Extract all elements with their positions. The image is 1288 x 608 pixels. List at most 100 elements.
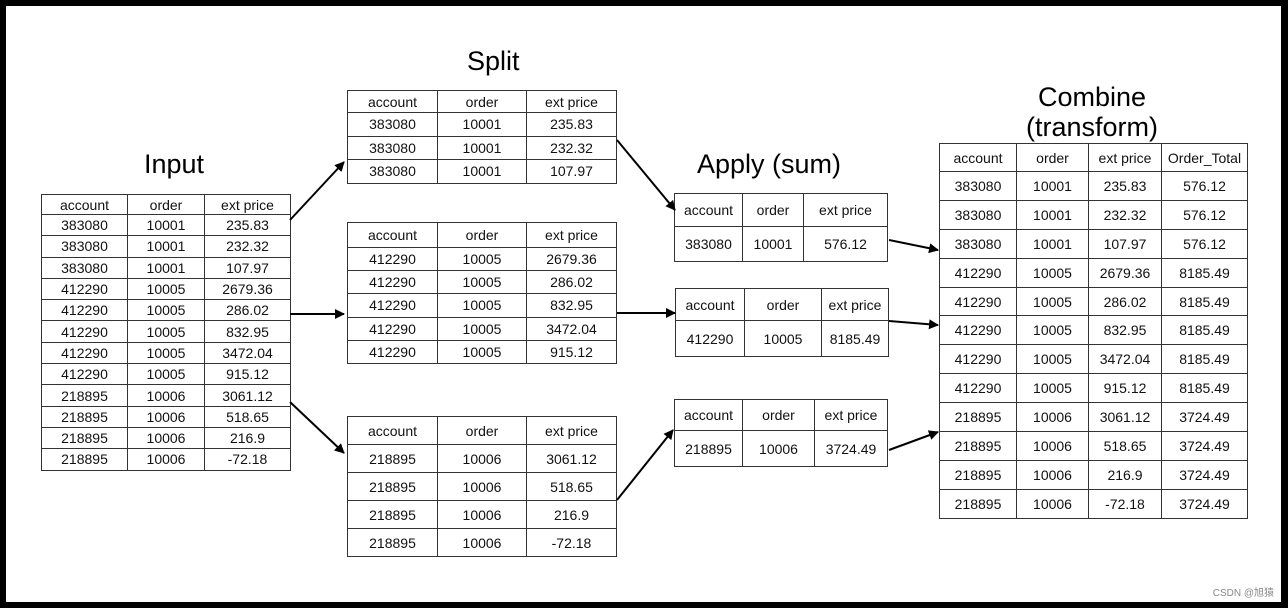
cell-order: 10005 [437, 293, 527, 318]
cell-ext-price: 235.83 [526, 112, 617, 137]
cell-account: 383080 [939, 228, 1017, 259]
cell-account: 412290 [347, 293, 438, 318]
cell-account: 218895 [347, 444, 438, 473]
cell-ext-price: 2679.36 [1088, 257, 1162, 288]
cell-order-total: 3724.49 [1161, 431, 1248, 461]
cell-order: 10005 [1016, 315, 1089, 346]
cell-order: 10006 [1016, 431, 1089, 461]
cell-ext-price: -72.18 [526, 528, 617, 557]
cell-order: 10001 [437, 135, 527, 160]
cell-order: 10005 [127, 363, 205, 386]
cell-account: 412290 [41, 320, 128, 343]
cell-ext-price: 107.97 [526, 159, 617, 184]
cell-ext-price: 107.97 [204, 256, 291, 279]
cell-order: 10005 [127, 320, 205, 343]
cell-order: 10005 [437, 339, 527, 364]
cell-ext-price: 915.12 [1088, 373, 1162, 404]
cell-account: 218895 [674, 430, 743, 467]
cell-order-total: 8185.49 [1161, 257, 1248, 288]
cell-ext-price: 286.02 [526, 270, 617, 295]
cell-ext-price: 8185.49 [821, 320, 889, 357]
cell-ext-price: 3061.12 [526, 444, 617, 473]
cell-account: 412290 [939, 344, 1017, 375]
cell-ext-price: 216.9 [526, 500, 617, 529]
cell-ext-price: 235.83 [204, 213, 291, 237]
cell-order: 10005 [1016, 286, 1089, 317]
cell-account: 218895 [41, 426, 128, 450]
cell-ext-price: 518.65 [204, 405, 291, 428]
split-title: Split [467, 46, 520, 76]
cell-account: 412290 [939, 286, 1017, 317]
watermark: CSDN @旭猿 [1212, 588, 1274, 599]
cell-account: 412290 [347, 316, 438, 341]
cell-account: 383080 [939, 171, 1017, 201]
cell-account: 412290 [41, 277, 128, 301]
cell-account: 412290 [939, 315, 1017, 346]
cell-account: 218895 [41, 384, 128, 407]
cell-ext-price: 232.32 [204, 235, 291, 258]
cell-ext-price: 3472.04 [1088, 344, 1162, 375]
cell-order: 10005 [127, 277, 205, 301]
header-cell-order: order [437, 222, 527, 248]
cell-ext-price: 3472.04 [526, 316, 617, 341]
cell-ext-price: 915.12 [526, 339, 617, 364]
cell-account: 412290 [347, 246, 438, 272]
header-cell-account: account [674, 399, 743, 431]
combine-title-line2: (transform) [1025, 112, 1158, 142]
cell-account: 383080 [347, 135, 438, 160]
cell-account: 412290 [41, 299, 128, 322]
cell-ext-price: 286.02 [204, 299, 291, 322]
cell-account: 383080 [41, 256, 128, 279]
header-cell-account: account [347, 90, 438, 113]
cell-account: 412290 [939, 257, 1017, 288]
header-cell-order: order [127, 194, 205, 215]
apply-title: Apply (sum) [697, 149, 842, 179]
cell-ext-price: 518.65 [526, 472, 617, 501]
cell-order: 10006 [437, 444, 527, 473]
header-cell-account: account [939, 143, 1017, 172]
cell-account: 218895 [939, 459, 1017, 490]
cell-account: 412290 [41, 341, 128, 365]
cell-order: 10001 [1016, 171, 1089, 201]
cell-order: 10006 [127, 448, 205, 471]
cell-ext-price: 576.12 [803, 226, 888, 262]
cell-ext-price: 3472.04 [204, 341, 291, 365]
cell-order: 10006 [1016, 459, 1089, 490]
cell-account: 412290 [939, 373, 1017, 404]
cell-order-total: 8185.49 [1161, 286, 1248, 317]
combine-title: Combine (transform) [1022, 82, 1162, 142]
cell-ext-price: 216.9 [204, 426, 291, 450]
cell-order: 10006 [437, 500, 527, 529]
cell-account: 218895 [347, 528, 438, 557]
cell-order: 10005 [127, 341, 205, 365]
cell-account: 383080 [347, 112, 438, 137]
cell-order: 10001 [127, 256, 205, 279]
header-cell-ext-price: ext price [1088, 143, 1162, 172]
